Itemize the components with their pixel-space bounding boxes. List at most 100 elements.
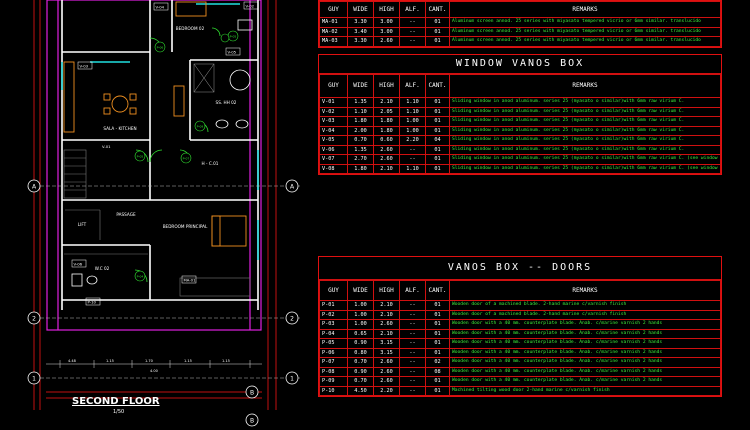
cell: -- xyxy=(399,154,426,165)
cell: 04 xyxy=(425,135,450,146)
cell: 0.90 xyxy=(347,366,374,377)
tag-v05: V-05 xyxy=(228,50,237,55)
cell: -- xyxy=(399,144,426,155)
cell: 2.05 xyxy=(373,106,400,117)
col-high: HIGH xyxy=(373,74,400,98)
tag-p06: P-06 xyxy=(157,46,164,50)
table-row: MA-01 3.30 3.00 -- 01 Aluminum screen an… xyxy=(319,17,721,28)
cell: 0.70 xyxy=(347,357,374,368)
cell: Sliding window in anod aluminum. series … xyxy=(449,125,721,136)
cell: Wooden door with a 40 mm. counterplate b… xyxy=(449,328,721,339)
cell: 01 xyxy=(425,328,450,339)
cell: 1.00 xyxy=(347,309,374,320)
cell: Sliding window in anod aluminum. series … xyxy=(449,97,721,108)
cell: 01 xyxy=(425,116,450,127)
cell: 1.00 xyxy=(347,319,374,330)
cell: 1.10 xyxy=(399,163,426,174)
tag-p04: P-04 xyxy=(137,275,144,279)
cell: 0.70 xyxy=(347,135,374,146)
cell: 0.70 xyxy=(347,376,374,387)
cell: 01 xyxy=(425,309,450,320)
col-alf: ALF. xyxy=(399,280,426,301)
cell: 01 xyxy=(425,144,450,155)
cell: 1.80 xyxy=(373,125,400,136)
cell: P-07 xyxy=(319,357,348,368)
table-row: MA-03 3.30 2.60 -- 01 Aluminum screen an… xyxy=(319,36,721,47)
cell: Wooden door with a 40 mm. counterplate b… xyxy=(449,347,721,358)
col-high: HIGH xyxy=(373,1,400,18)
col-cant: CANT. xyxy=(425,1,450,18)
cell: -- xyxy=(399,36,426,47)
cell: -- xyxy=(399,366,426,377)
cell: V-03 xyxy=(319,116,348,127)
cell: 2.20 xyxy=(373,385,400,396)
cell: 01 xyxy=(425,385,450,396)
cell: P-02 xyxy=(319,309,348,320)
dim-2: 1.15 xyxy=(106,359,114,363)
cell: -- xyxy=(399,376,426,387)
cell: P-10 xyxy=(319,385,348,396)
cell: Wooden door of a machined blade. 2-hand … xyxy=(449,300,721,311)
cell: Wooden door with a 40 mm. counterplate b… xyxy=(449,338,721,349)
cell: -- xyxy=(399,357,426,368)
cell: 01 xyxy=(425,154,450,165)
cell: -- xyxy=(399,309,426,320)
dim-6: 4.00 xyxy=(150,369,158,373)
cell: Wooden door of a machined blade. 2-hand … xyxy=(449,309,721,320)
floor-plan: 4.48 1.15 1.70 1.15 1.15 4.00 BEDROOM 02… xyxy=(27,0,300,427)
cell: 01 xyxy=(425,319,450,330)
cell: -- xyxy=(399,385,426,396)
col-guy: GUY xyxy=(319,280,348,301)
tag-p09: P-09 xyxy=(197,125,204,129)
axis-1-right: 1 xyxy=(290,376,294,383)
cell: 1.00 xyxy=(347,300,374,311)
cell: 1.10 xyxy=(347,106,374,117)
room-label-sala: SALA - KITCHEN xyxy=(103,126,136,131)
cell: Machined tilting wood door 2-hand marine… xyxy=(449,385,721,396)
window-schedule-title: WINDOW VANOS BOX xyxy=(319,55,721,74)
cell: 01 xyxy=(425,17,450,28)
dim-3: 1.70 xyxy=(145,359,153,363)
cell: Aluminum screen annod. 25 series with mi… xyxy=(449,17,721,28)
cell: -- xyxy=(399,319,426,330)
cell: 1.10 xyxy=(399,97,426,108)
axis-a-right: A xyxy=(290,184,295,191)
room-label-lift: LIFT xyxy=(78,222,87,227)
cell: 3.00 xyxy=(373,17,400,28)
cell: 2.10 xyxy=(373,97,400,108)
cell: -- xyxy=(399,300,426,311)
floor-plan-scale: 1/50 xyxy=(113,409,125,415)
cell: 2.60 xyxy=(373,144,400,155)
tag-p07: P-07 xyxy=(183,157,190,161)
cell: Aluminum screen annod. 25 series with mi… xyxy=(449,26,721,37)
cell: 0.80 xyxy=(347,347,374,358)
cell: 01 xyxy=(425,338,450,349)
cell: 01 xyxy=(425,26,450,37)
tag-p05a: P-05 xyxy=(230,35,237,39)
tag-v06: V-06 xyxy=(74,262,83,267)
tag-v01: V-01 xyxy=(102,144,111,149)
door-schedule-title: VANOS BOX -- DOORS xyxy=(319,257,721,280)
cell: 02 xyxy=(425,357,450,368)
col-high: HIGH xyxy=(373,280,400,301)
cell: Sliding window in anod aluminum. series … xyxy=(449,135,721,146)
room-label-bedroom-principal: BEDROOM PRINCIPAL xyxy=(163,224,208,229)
room-label-sshh02: SS. HH 02 xyxy=(216,100,237,105)
cell: Sliding window in anod aluminum. series … xyxy=(449,144,721,155)
col-guy: GUY xyxy=(319,1,348,18)
cell: Sliding window in anod aluminum. series … xyxy=(449,154,721,165)
cell: Wooden door with a 40 mm. counterplate b… xyxy=(449,319,721,330)
cell: 01 xyxy=(425,347,450,358)
cell: 2.20 xyxy=(399,135,426,146)
cell: P-01 xyxy=(319,300,348,311)
cell: 01 xyxy=(425,163,450,174)
